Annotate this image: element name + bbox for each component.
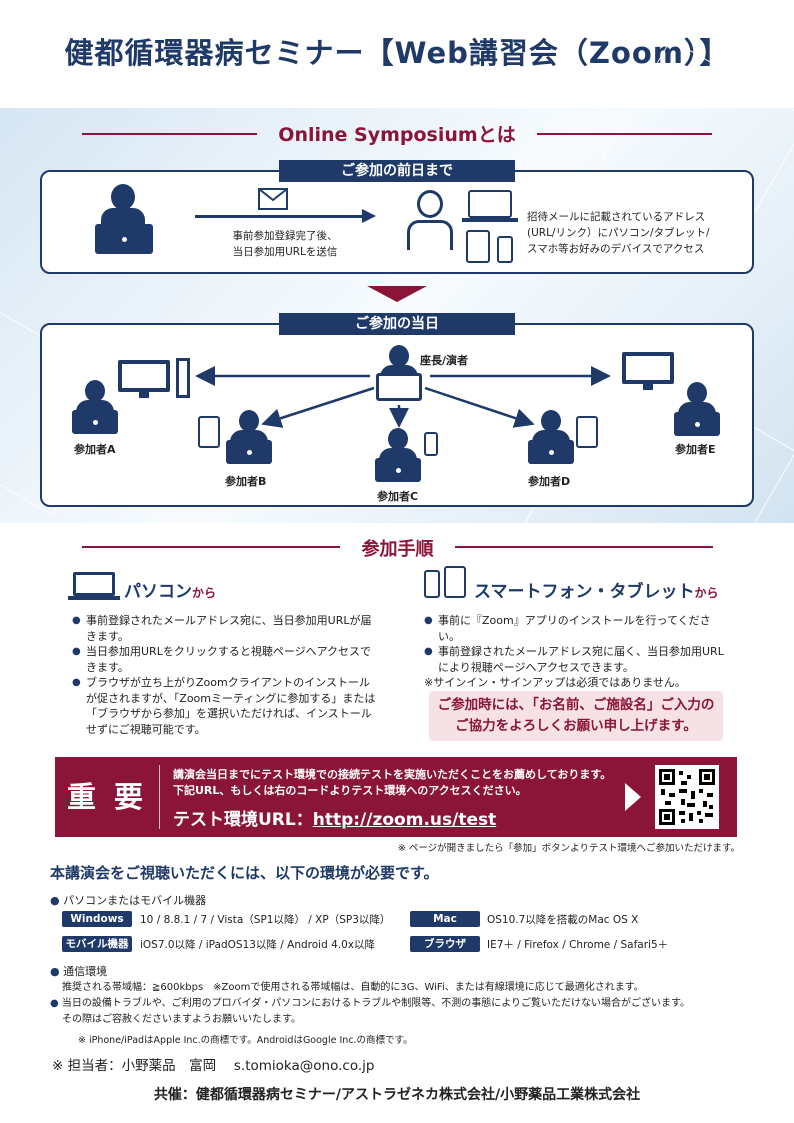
before-day-tab: ご参加の前日まで [279, 160, 515, 182]
sponsor-line: 共催：健都循環器病セミナー/アストラゼネカ株式会社/小野薬品工業株式会社 [153, 1087, 641, 1103]
send-arrow-head [362, 209, 376, 223]
tablet-icon [444, 566, 466, 598]
list-item: 当日参加用URLをクリックすると視聴ページへアクセスできます。 [72, 644, 376, 675]
signin-note: ※サインイン・サインアップは必須ではありません。 [424, 676, 686, 689]
pc-steps-list: 事前登録されたメールアドレス宛に、当日参加用URLが届きます。 当日参加用URL… [72, 613, 376, 737]
browser-badge: ブラウザ [410, 936, 480, 952]
participant-a-icon [72, 380, 118, 436]
procedure-heading: 参加手順 [361, 539, 434, 560]
before-day-box [40, 170, 754, 274]
desktop-monitor-icon [622, 352, 674, 384]
participant-d-label: 参加者D [528, 475, 571, 488]
mail-icon [258, 188, 288, 210]
important-line-2: 下記URL、もしくは右のコードよりテスト環境へのアクセスください。 [173, 784, 527, 797]
device-heading-row: ● パソコンまたはモバイル機器 [50, 892, 206, 908]
down-arrow [367, 286, 427, 302]
heading-rule-right [537, 133, 712, 135]
windows-badge: Windows [62, 911, 132, 927]
laptop-base [68, 596, 120, 600]
participant-b-icon [226, 410, 272, 466]
qr-code-graphic [659, 769, 715, 825]
pc-tower-icon [176, 358, 190, 398]
heading-rule-left [82, 546, 340, 548]
symposium-heading: Online Symposiumとは [278, 124, 516, 146]
heading-rule-left [82, 133, 257, 135]
pc-kara: から [192, 586, 217, 600]
important-label: 重 要 [66, 780, 148, 814]
access-text: 招待メールに記載されているアドレス (URL/リンク）にパソコン/タブレット/ … [527, 211, 710, 255]
chair-label: 座長/演者 [420, 354, 469, 367]
list-item: 事前に『Zoom』アプリのインストールを行ってください。 [424, 613, 724, 644]
mobile-title: スマートフォン・タブレット [474, 582, 695, 602]
trouble-text-2: その際はご容赦くださいますようお願いいたします。 [62, 1014, 301, 1025]
smartphone-icon [497, 236, 513, 263]
network-heading: 通信環境 [63, 965, 108, 978]
laptop-base [462, 218, 518, 222]
tablet-icon [576, 416, 598, 448]
desktop-monitor-icon [118, 360, 170, 392]
participant-b-label: 参加者B [225, 475, 267, 488]
participant-e-icon [674, 382, 720, 438]
participant-c-label: 参加者C [377, 490, 419, 503]
send-url-text: 事前参加登録完了後、 当日参加用URLを送信 [232, 230, 338, 258]
bullet-icon: ● [50, 894, 60, 907]
banner-divider [159, 765, 160, 829]
send-arrow [195, 215, 365, 218]
environment-heading: 本講演会をご視聴いただくには、以下の環境が必要です。 [50, 864, 439, 882]
test-footnote: ※ ページが開きましたら「参加」ボタンよりテスト環境へご参加いただけます。 [397, 843, 740, 854]
tablet-icon [198, 416, 220, 448]
important-line-1: 講演会当日までにテスト環境での接続テストを実施いただくことをお薦めしております。 [173, 768, 612, 781]
heading-rule-right [455, 546, 713, 548]
stream-arrows [195, 366, 611, 428]
participant-c-icon [375, 428, 421, 484]
mac-badge: Mac [410, 911, 480, 927]
participant-a-label: 参加者A [74, 443, 116, 456]
day-tab: ご参加の当日 [279, 313, 515, 335]
mobile-procedure-title: スマートフォン・タブレットから [474, 577, 719, 602]
laptop-device-icon [468, 190, 512, 218]
bullet-icon: ● [50, 998, 59, 1009]
trademark-note: ※ iPhone/iPadはApple Inc.の商標です。AndroidはGo… [78, 1035, 413, 1046]
windows-value: 10 / 8.8.1 / 7 / Vista（SP1以降） / XP（SP3以降… [140, 914, 391, 926]
participant-e-label: 参加者E [675, 443, 716, 456]
page-title: 健都循環器病セミナー【Web講習会（Zoom）】 [64, 36, 730, 70]
test-url-row: テスト環境URL：http://zoom.us/test [173, 805, 496, 830]
arrow-right-icon [625, 783, 641, 811]
mobile-steps-list: 事前に『Zoom』アプリのインストールを行ってください。 事前登録されたメールア… [424, 613, 724, 691]
contact-line: ※ 担当者：小野薬品 富岡 s.tomioka@ono.co.jp [52, 1058, 375, 1074]
laptop-icon [73, 572, 115, 596]
monitor-stand [139, 392, 149, 398]
test-url-label: テスト環境URL： [173, 810, 313, 830]
trouble-text: 当日の設備トラブルや、ご利用のプロバイダ・パソコンにおけるトラブルや制限等、不測… [61, 998, 691, 1009]
pc-title: パソコン [124, 582, 192, 602]
smartphone-icon [424, 432, 438, 456]
smartphone-icon [424, 570, 440, 598]
browser-value: IE7＋ / Firefox / Chrome / Safari5＋ [487, 939, 669, 951]
network-text: 推奨される帯域幅：≧600kbps ※Zoomで使用される帯域幅は、自動的に3G… [62, 982, 644, 993]
name-entry-request: ご参加時には、「お名前、ご施設名」ご入力の ご協力をよろしくお願い申し上げます。 [429, 691, 723, 741]
organizer-icon [95, 182, 155, 262]
mobile-kara: から [694, 586, 719, 600]
mac-value: OS10.7以降を搭載のMac OS X [487, 914, 639, 926]
important-text: 講演会当日までにテスト環境での接続テストを実施いただくことをお薦めしております。… [173, 767, 611, 799]
chair-speaker-icon [376, 345, 422, 405]
important-banner: 重 要 講演会当日までにテスト環境での接続テストを実施いただくことをお薦めしてお… [55, 757, 737, 837]
list-item: ブラウザが立ち上がりZoomクライアントのインストールが促されますが、「Zoom… [72, 675, 376, 737]
tablet-icon [466, 230, 490, 263]
network-heading-row: ● 通信環境 [50, 963, 107, 979]
doctor-icon [405, 186, 465, 266]
list-item: 事前登録されたメールアドレス宛に、当日参加用URLが届きます。 [72, 613, 376, 644]
monitor-stand [643, 384, 653, 390]
mobile-badge: モバイル機器 [62, 936, 132, 952]
trouble-row: ● 当日の設備トラブルや、ご利用のプロバイダ・パソコンにおけるトラブルや制限等、… [50, 996, 760, 1011]
pc-procedure-title: パソコンから [124, 577, 216, 602]
bullet-icon: ● [50, 965, 60, 978]
list-item: 事前登録されたメールアドレス宛に届く、当日参加用URLにより視聴ページへアクセス… [424, 644, 724, 675]
participant-d-icon [528, 410, 574, 466]
qr-code[interactable] [655, 765, 719, 829]
mobile-value: iOS7.0以降 / iPadOS13以降 / Android 4.0x以降 [140, 939, 375, 951]
device-heading: パソコンまたはモバイル機器 [63, 894, 207, 907]
test-url-link[interactable]: http://zoom.us/test [312, 810, 497, 830]
